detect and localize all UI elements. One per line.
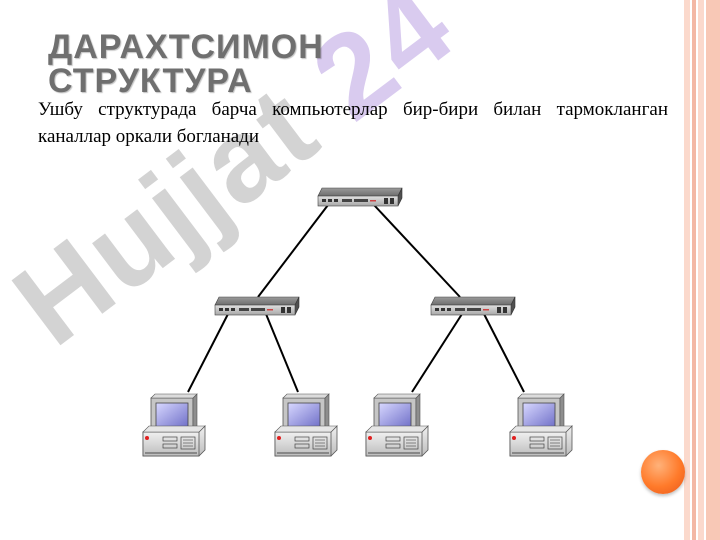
link-right-pc3 [411,313,463,393]
connection-lines [187,204,525,393]
link-top-right [373,204,461,298]
decor-stripe [698,0,704,540]
right-switch-icon [430,296,516,316]
orange-circle-decor [641,450,685,494]
decor-stripe [684,0,690,540]
computer-icon-1 [142,393,206,457]
decor-stripe [692,0,696,540]
computer-icon-3 [365,393,429,457]
top-switch-icon [317,187,403,207]
computer-icon-4 [509,393,573,457]
decor-stripe [706,0,720,540]
left-switch-icon [214,296,300,316]
slide-body-text: Ушбу структурада барча компьютерлар бир-… [38,99,668,147]
link-left-pc1 [187,313,229,393]
link-right-pc4 [483,313,525,393]
link-top-left [257,204,329,298]
slide-title: ДАРАХТСИМОН СТРУКТУРА [48,28,324,100]
computer-icon-2 [274,393,338,457]
link-left-pc2 [265,313,299,393]
